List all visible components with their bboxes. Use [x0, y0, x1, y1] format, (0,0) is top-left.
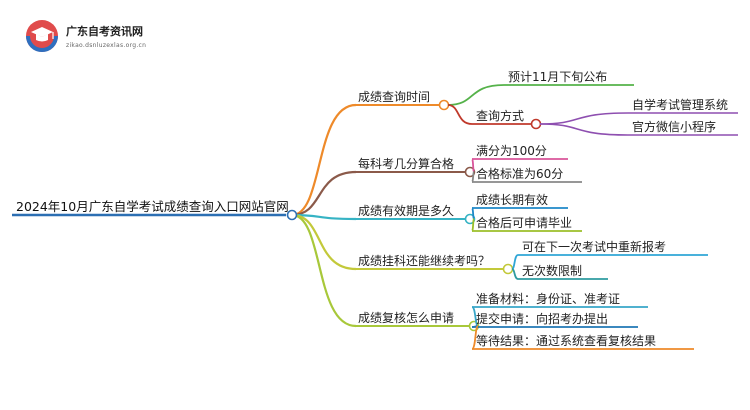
grandchild-connector [539, 112, 629, 125]
branch-label: 成绩挂科还能继续考吗？ [358, 254, 490, 268]
branch-connector [291, 213, 357, 328]
child-label: 准备材料：身份证、准考证 [476, 291, 620, 306]
grandchild-label: 自学考试管理系统 [632, 97, 728, 112]
child-connector [511, 254, 519, 270]
branch-node-dot [438, 99, 450, 111]
logo-title: 广东自考资讯网 [66, 25, 143, 38]
branch-label: 成绩查询时间 [358, 90, 430, 104]
child-label: 合格标准为60分 [476, 166, 563, 181]
branch-label: 成绩有效期是多久 [358, 203, 454, 218]
branch-connector [291, 213, 357, 271]
child-label: 预计11月下旬公布 [508, 70, 607, 84]
grandchild-connector [539, 123, 629, 136]
branch-node-dot [502, 263, 514, 275]
logo-subtitle: zikao.dsnluzexlas.org.cn [66, 42, 147, 49]
child-label: 成绩长期有效 [476, 192, 548, 207]
child-connector [447, 84, 505, 106]
branch-connector [291, 170, 357, 217]
child-connector [511, 268, 519, 280]
child-label: 合格后可申请毕业 [476, 215, 572, 230]
branch-connector [291, 103, 357, 217]
child-node-dot [530, 118, 542, 130]
child-label: 查询方式 [476, 108, 524, 123]
site-logo: 广东自考资讯网 zikao.dsnluzexlas.org.cn [22, 16, 172, 56]
branch-label: 每科考几分算合格 [358, 156, 454, 171]
child-label: 满分为100分 [476, 144, 547, 158]
grandchild-label: 官方微信小程序 [632, 119, 716, 134]
child-connector [447, 104, 473, 125]
branch-connector [291, 213, 357, 221]
child-label: 提交申请：向招考办提出 [476, 311, 608, 326]
child-label: 无次数限制 [522, 263, 582, 278]
branch-label: 成绩复核怎么申请 [358, 310, 454, 325]
root-node-dot [286, 209, 298, 221]
child-label: 可在下一次考试中重新报考 [522, 239, 666, 254]
branch-node-dot [464, 213, 476, 225]
branch-node-dot [464, 166, 476, 178]
graduation-cap-icon [26, 20, 58, 52]
child-label: 等待结果：通过系统查看复核结果 [476, 334, 656, 348]
root-node-label: 2024年10月广东自学考试成绩查询入口网站官网 [16, 199, 289, 214]
